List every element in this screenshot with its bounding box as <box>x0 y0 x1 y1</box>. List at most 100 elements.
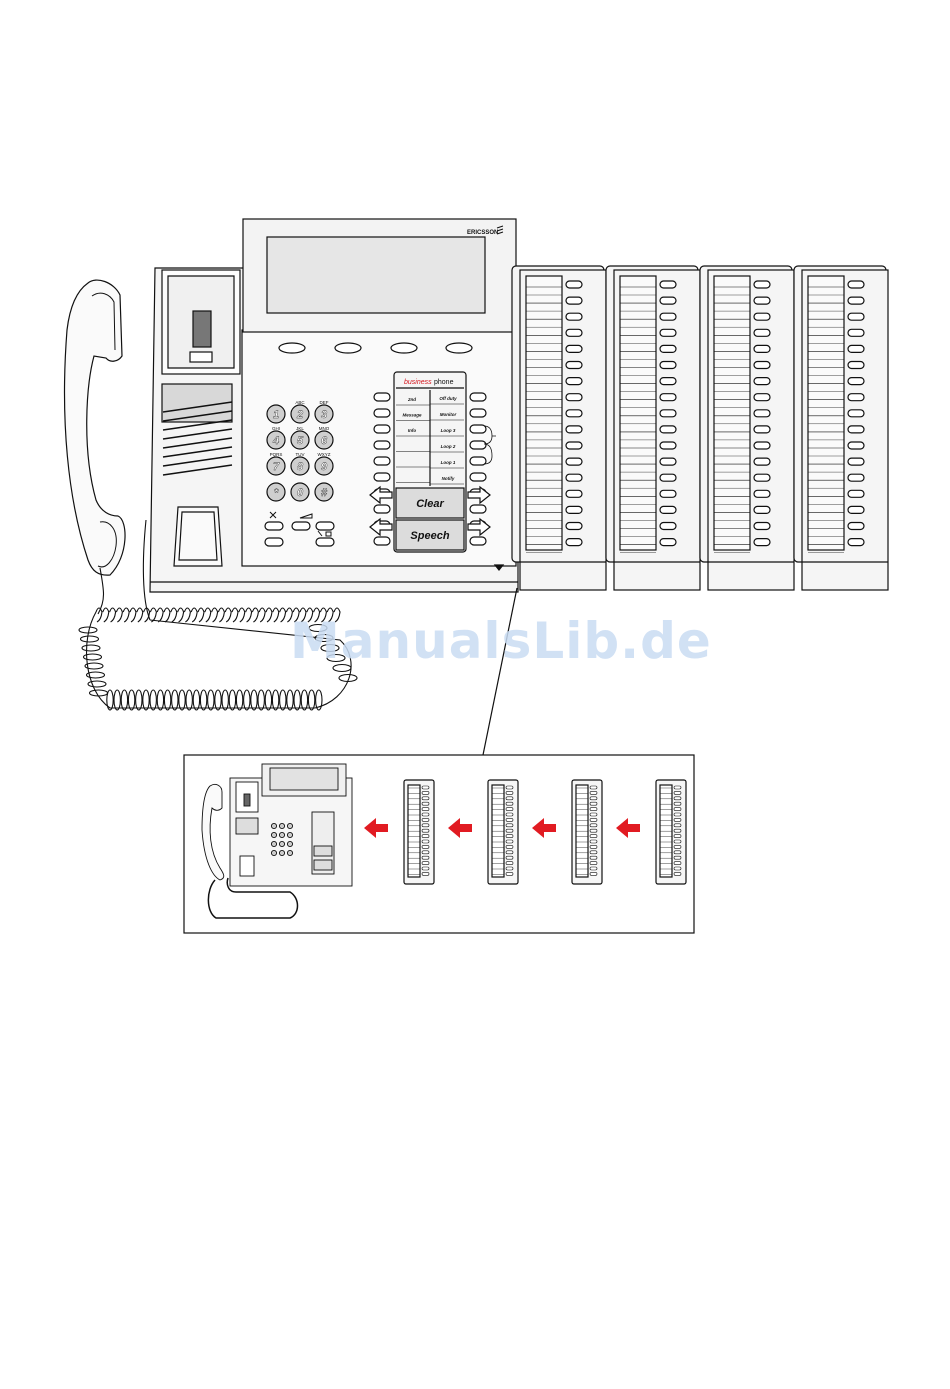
panel-key[interactable] <box>848 378 864 385</box>
left-line-key[interactable] <box>374 537 390 545</box>
panel-key[interactable] <box>566 506 582 513</box>
panel-key[interactable] <box>848 313 864 320</box>
panel-key[interactable] <box>660 442 676 449</box>
panel-key[interactable] <box>848 426 864 433</box>
left-line-key[interactable] <box>374 473 390 481</box>
right-line-key[interactable] <box>470 537 486 545</box>
panel-key[interactable] <box>660 523 676 530</box>
speech-label: Speech <box>410 530 449 542</box>
panel-key[interactable] <box>848 539 864 546</box>
panel-key[interactable] <box>848 490 864 497</box>
panel-key[interactable] <box>660 506 676 513</box>
right-line-key[interactable] <box>470 473 486 481</box>
right-line-key[interactable] <box>470 441 486 449</box>
panel-key[interactable] <box>848 506 864 513</box>
panel-key[interactable] <box>754 442 770 449</box>
panel-key[interactable] <box>660 539 676 546</box>
panel-key[interactable] <box>848 297 864 304</box>
panel-key[interactable] <box>754 458 770 465</box>
panel-key[interactable] <box>848 362 864 369</box>
panel-key[interactable] <box>754 426 770 433</box>
panel-key[interactable] <box>566 313 582 320</box>
panel-key[interactable] <box>754 474 770 481</box>
left-line-key[interactable] <box>374 409 390 417</box>
panel-key[interactable] <box>660 410 676 417</box>
panel-key[interactable] <box>566 345 582 352</box>
panel-key[interactable] <box>566 426 582 433</box>
panel-key[interactable] <box>754 490 770 497</box>
panel-key[interactable] <box>566 539 582 546</box>
volume-up-key[interactable] <box>316 522 334 530</box>
panel-key[interactable] <box>566 378 582 385</box>
panel-key[interactable] <box>660 426 676 433</box>
panel-key[interactable] <box>754 313 770 320</box>
panel-key[interactable] <box>660 378 676 385</box>
panel-key[interactable] <box>660 313 676 320</box>
panel-key[interactable] <box>566 394 582 401</box>
key-label: * <box>274 487 279 499</box>
soft-key-4[interactable] <box>446 343 472 353</box>
panel-key[interactable] <box>660 458 676 465</box>
panel-key[interactable] <box>754 362 770 369</box>
panel-key[interactable] <box>754 297 770 304</box>
panel-key[interactable] <box>848 329 864 336</box>
panel-key[interactable] <box>660 362 676 369</box>
soft-key-1[interactable] <box>279 343 305 353</box>
right-line-key[interactable] <box>470 457 486 465</box>
panel-key[interactable] <box>848 442 864 449</box>
left-line-key[interactable] <box>374 441 390 449</box>
panel-key[interactable] <box>848 281 864 288</box>
panel-key[interactable] <box>566 442 582 449</box>
panel-key[interactable] <box>848 474 864 481</box>
headset-key[interactable] <box>265 538 283 546</box>
panel-key[interactable] <box>566 297 582 304</box>
right-line-key[interactable] <box>470 425 486 433</box>
key-label: 6 <box>321 435 328 447</box>
panel-key[interactable] <box>660 474 676 481</box>
panel-key[interactable] <box>566 490 582 497</box>
panel-key[interactable] <box>848 458 864 465</box>
panel-key[interactable] <box>754 329 770 336</box>
hook-switch[interactable] <box>193 311 211 347</box>
panel-key[interactable] <box>754 378 770 385</box>
lcd-display <box>267 237 485 313</box>
soft-key-3[interactable] <box>391 343 417 353</box>
panel-key[interactable] <box>566 281 582 288</box>
panel-key[interactable] <box>566 410 582 417</box>
panel-key[interactable] <box>754 345 770 352</box>
volume-down-key[interactable] <box>292 522 310 530</box>
soft-key-2[interactable] <box>335 343 361 353</box>
function-key-label: Notify <box>442 476 455 481</box>
right-line-key[interactable] <box>470 505 486 513</box>
panel-key[interactable] <box>754 281 770 288</box>
panel-key[interactable] <box>660 297 676 304</box>
panel-key[interactable] <box>566 458 582 465</box>
panel-key[interactable] <box>754 539 770 546</box>
left-line-key[interactable] <box>374 393 390 401</box>
panel-key[interactable] <box>566 474 582 481</box>
left-line-key[interactable] <box>374 505 390 513</box>
right-line-key[interactable] <box>470 409 486 417</box>
panel-key[interactable] <box>566 523 582 530</box>
panel-key[interactable] <box>848 410 864 417</box>
panel-key[interactable] <box>754 523 770 530</box>
mini-key-panel-2 <box>488 780 518 884</box>
loudspeaker-key[interactable] <box>316 538 334 546</box>
panel-key[interactable] <box>660 394 676 401</box>
panel-key[interactable] <box>660 345 676 352</box>
panel-key[interactable] <box>754 506 770 513</box>
panel-key[interactable] <box>566 362 582 369</box>
left-line-key[interactable] <box>374 425 390 433</box>
panel-key[interactable] <box>848 394 864 401</box>
panel-key[interactable] <box>754 410 770 417</box>
panel-key[interactable] <box>660 490 676 497</box>
panel-key[interactable] <box>848 523 864 530</box>
panel-key[interactable] <box>566 329 582 336</box>
left-line-key[interactable] <box>374 457 390 465</box>
panel-key[interactable] <box>660 329 676 336</box>
panel-key[interactable] <box>754 394 770 401</box>
right-line-key[interactable] <box>470 393 486 401</box>
panel-key[interactable] <box>848 345 864 352</box>
mute-key[interactable] <box>265 522 283 530</box>
panel-key[interactable] <box>660 281 676 288</box>
